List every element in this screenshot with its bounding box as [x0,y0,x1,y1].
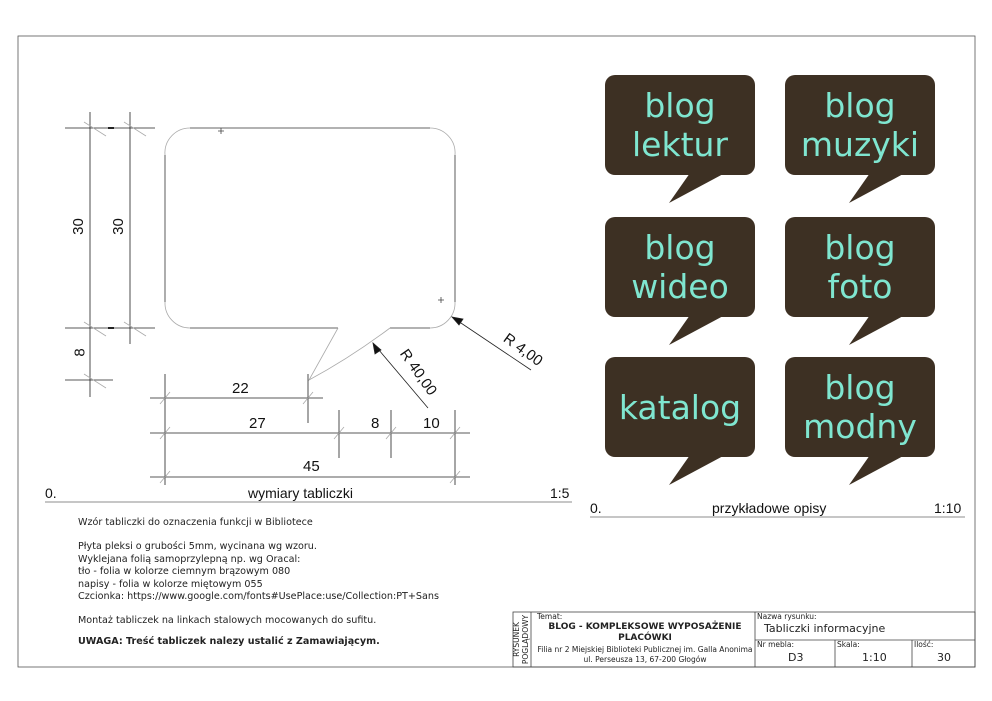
scale-value: 1:10 [862,651,887,664]
side-label-1: RYSUNEK [512,622,521,657]
dim-tail-height: 8 [71,348,89,357]
topic-label: Temat: [537,612,563,621]
furniture-no: D3 [788,651,804,664]
title-block-side-label: RYSUNEK POGLĄDOWY [512,612,530,667]
sign-body: katalog [605,357,755,457]
sign-text: blog [824,86,896,125]
address: Filia nr 2 Miejskiej Biblioteki Publiczn… [535,645,755,665]
sign-text: foto [827,267,893,306]
sign-outline [164,127,456,381]
notes-mounting: Montaż tabliczek na linkach stalowych mo… [78,615,377,627]
example-sign: katalog [605,357,755,487]
notes-line: Wyklejana folią samoprzylepną np. wg Ora… [78,553,301,565]
notes: Wzór tabliczki do oznaczenia funkcji w B… [78,517,439,648]
caption-scale-left: 1:5 [550,485,570,501]
notes-line: Czcionka: https://www.google.com/fonts#U… [78,591,439,603]
dim-tail-tip: 22 [232,380,249,397]
dim-tail-width: 8 [371,415,380,432]
vertical-dimensions [65,112,155,397]
horizontal-dimensions [150,374,470,485]
notes-line: napisy - folia w kolorze miętowym 055 [78,578,263,590]
title-block-grid [512,611,976,668]
sign-tail [849,315,905,345]
sign-text: modny [803,407,917,446]
sign-tail [849,455,905,485]
scale-label: Skala: [837,640,860,649]
notes-title: Wzór tabliczki do oznaczenia funkcji w B… [78,517,313,528]
sign-tail [669,455,725,485]
sign-text: blog [824,368,896,407]
topic-line-1: BLOG - KOMPLEKSOWE WYPOSAŻENIE [548,622,742,632]
drawing-name: Tabliczki informacyjne [764,622,886,635]
furniture-no-label: Nr mebla: [757,640,794,649]
sign-tail [849,173,905,203]
topic: BLOG - KOMPLEKSOWE WYPOSAŻENIE PLACÓWKI [535,622,755,644]
caption-number-left: 0. [45,485,57,501]
caption-title-left: wymiary tabliczki [248,485,354,501]
address-line-2: ul. Perseusza 13, 67-200 Głogów [583,655,707,664]
dim-height-inner: 30 [109,218,127,235]
sign-text: blog [824,228,896,267]
dim-right-part: 10 [423,415,440,432]
topic-line-2: PLACÓWKI [618,633,672,643]
address-line-1: Filia nr 2 Miejskiej Biblioteki Publiczn… [537,645,753,654]
quantity-label: Ilość: [914,640,934,649]
notes-line: tło - folia w kolorze ciemnym brązowym 0… [78,566,291,578]
sign-text: blog [644,86,716,125]
dim-total-width: 45 [303,458,320,475]
sheet-border [17,35,976,668]
sign-text: katalog [618,387,742,427]
radius-leaders [372,316,532,409]
side-label-2: POGLĄDOWY [521,614,530,665]
caption-title-right: przykładowe opisy [712,500,827,516]
dim-tail-start: 27 [249,415,266,432]
sign-tail [669,173,725,203]
sign-text: wideo [631,267,729,306]
dim-height-outer: 30 [69,218,87,235]
sign-text: blog [644,228,716,267]
notes-line: Płyta pleksi o grubości 5mm, wycinana wg… [78,541,317,553]
drawing-name-label: Nazwa rysunku: [757,612,817,621]
caption-number-right: 0. [590,500,602,516]
sign-text: muzyki [800,125,920,164]
sign-tail [669,315,725,345]
notes-warning: UWAGA: Treść tabliczek nalezy ustalić z … [78,635,380,647]
quantity-value: 30 [937,651,951,664]
sign-text: lektur [631,125,728,164]
caption-scale-right: 1:10 [934,500,962,516]
